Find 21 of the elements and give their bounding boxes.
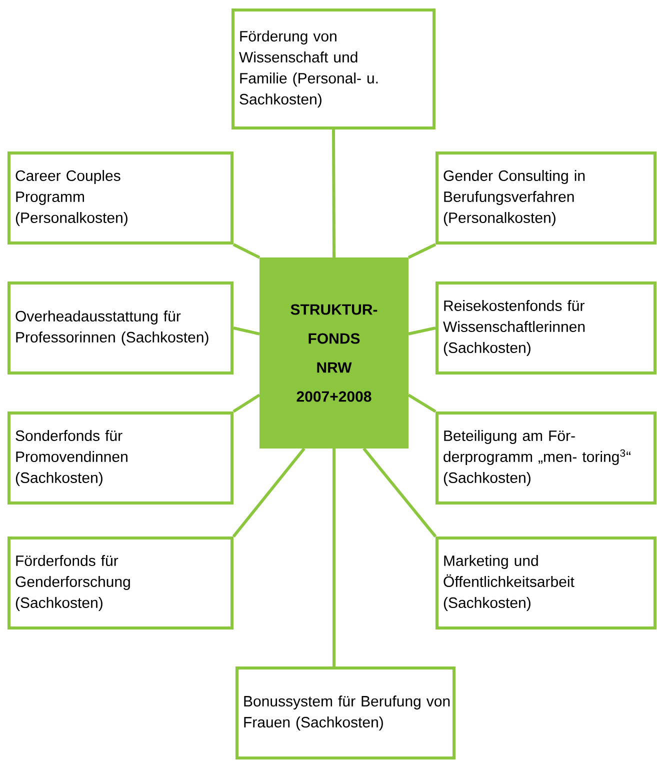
connector-line <box>408 394 436 413</box>
connector-line <box>332 448 336 666</box>
text-box: Career Couples Programm (Personalkosten) <box>8 152 234 244</box>
text-box: Gender Consulting in Berufungsverfahren (Personalkosten) <box>436 152 656 244</box>
connector-line <box>233 326 260 336</box>
text-box: Reisekostenfonds für Wissenschaftlerinnen (Sachkosten) <box>436 282 656 374</box>
text-box: Förderfonds für Genderforschung (Sachkosten) <box>8 536 234 630</box>
connector-line <box>332 130 336 258</box>
connector-line <box>232 448 306 538</box>
text-box: Förderung von Wissenschaft und Familie (Personal- u. Sachkosten) <box>232 8 436 130</box>
connector-line <box>232 243 260 259</box>
text-box: Bonussystem für Berufung von Frauen (Sachkosten) <box>236 666 456 760</box>
connector-line <box>408 243 436 259</box>
center-box: STRUKTUR- FONDS NRW 2007+2008 <box>260 258 408 448</box>
connector-line <box>408 326 436 336</box>
text-box: Overheadausstattung für Professorinnen (Sachkosten) <box>8 282 234 374</box>
text-box: Marketing und Öffentlichkeitsarbeit (Sachkosten) <box>436 536 656 630</box>
connector-line <box>232 394 260 413</box>
connector-line <box>362 448 437 538</box>
text-box: Beteiligung am För- derprogramm „men- toring$^{3}$“ (Sachkosten) <box>436 412 656 504</box>
text-box: Sonderfonds für Promovendinnen (Sachkosten) <box>8 412 234 504</box>
